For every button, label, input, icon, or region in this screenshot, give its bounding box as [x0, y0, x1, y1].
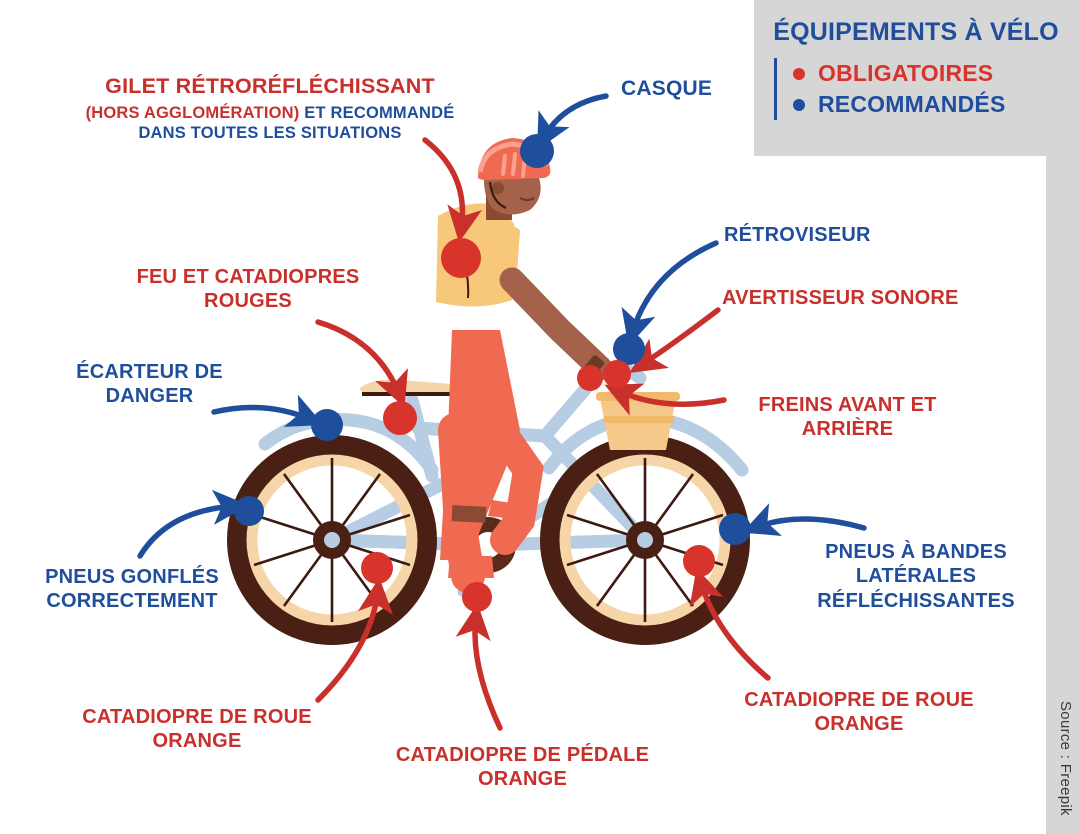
label-catadiopre-pedale: CATADIOPRE DE PÉDALE ORANGE: [395, 744, 650, 791]
legend-title: ÉQUIPEMENTS À VÉLO: [773, 18, 1059, 46]
arrow-catadiopre-roue-droite: [689, 567, 771, 681]
dot-gilet: [441, 238, 481, 278]
arrow-feu: [315, 319, 408, 408]
legend-panel: ÉQUIPEMENTS À VÉLO OBLIGATOIRES RECOMMAN…: [760, 18, 1072, 142]
label-gilet-sub: (HORS AGGLOMÉRATION) ET RECOMMANDÉ DANS …: [70, 103, 470, 143]
arrow-avertisseur: [629, 307, 721, 374]
label-avertisseur: AVERTISSEUR SONORE: [722, 287, 959, 309]
blue-bullet-icon: [793, 98, 805, 111]
source-credit: Source : Freepik: [1057, 701, 1074, 816]
red-bullet-icon: [793, 67, 805, 80]
legend-label-recommandes: RECOMMANDÉS: [818, 91, 1006, 117]
dot-avertisseur: [603, 360, 631, 388]
dot-catadiopre-roue-droite: [683, 545, 715, 577]
label-feu: FEU ET CATADIOPRES ROUGES: [136, 266, 360, 313]
dot-pneus-gonfles: [234, 496, 264, 526]
legend-label-obligatoires: OBLIGATOIRES: [818, 60, 994, 86]
label-casque: CASQUE: [621, 77, 713, 100]
label-retroviseur: RÉTROVISEUR: [724, 224, 871, 246]
label-pneus-bandes: PNEUS À BANDES LATÉRALES RÉFLÉCHISSANTES: [817, 541, 1015, 612]
label-freins: FREINS AVANT ET ARRIÈRE: [758, 394, 937, 441]
legend-item-obligatoires: OBLIGATOIRES: [793, 58, 1072, 89]
right-gray-strip: [1046, 0, 1080, 834]
dot-ecarteur: [311, 409, 343, 441]
marker-dots: [234, 134, 751, 612]
legend-items: OBLIGATOIRES RECOMMANDÉS: [774, 58, 1072, 120]
dot-pneus-bandes: [719, 513, 751, 545]
arrow-ecarteur: [211, 394, 324, 427]
arrow-gilet: [422, 137, 483, 243]
bicycle-illustration: [137, 93, 867, 731]
dot-catadiopre-roue-gauche: [361, 552, 393, 584]
label-gilet-main: GILET RÉTRORÉFLÉCHISSANT: [105, 74, 435, 98]
bicycle-saddle: [360, 379, 456, 396]
arrow-retroviseur: [621, 240, 719, 347]
arrow-catadiopre-pedale: [455, 603, 503, 731]
label-catadiopre-roue-gauche: CATADIOPRE DE ROUE ORANGE: [82, 706, 312, 753]
dot-retroviseur: [613, 333, 645, 365]
dot-freins: [577, 365, 603, 391]
label-catadiopre-roue-droite: CATADIOPRE DE ROUE ORANGE: [744, 689, 974, 736]
arrow-catadiopre-roue-gauche: [315, 577, 394, 703]
label-pneus-gonfles: PNEUS GONFLÉS CORRECTEMENT: [45, 566, 219, 613]
label-ecarteur: ÉCARTEUR DE DANGER: [76, 361, 223, 408]
dot-casque: [520, 134, 554, 168]
dot-feu: [383, 401, 417, 435]
label-gilet-sub-blue-1: ET RECOMMANDÉ: [299, 104, 455, 123]
label-gilet-sub-blue-2: DANS TOUTES LES SITUATIONS: [138, 124, 402, 143]
rear-wheel: [227, 435, 437, 645]
label-gilet: GILET RÉTRORÉFLÉCHISSANT (HORS AGGLOMÉRA…: [70, 73, 470, 143]
legend-item-recommandes: RECOMMANDÉS: [793, 89, 1072, 120]
arrow-casque: [536, 93, 609, 151]
label-gilet-sub-red: (HORS AGGLOMÉRATION): [85, 104, 300, 123]
arrow-pneus-gonfles: [137, 489, 249, 559]
dot-catadiopre-pedale: [462, 582, 492, 612]
arrow-freins: [604, 383, 727, 416]
arrow-pneus-bandes: [742, 503, 867, 536]
